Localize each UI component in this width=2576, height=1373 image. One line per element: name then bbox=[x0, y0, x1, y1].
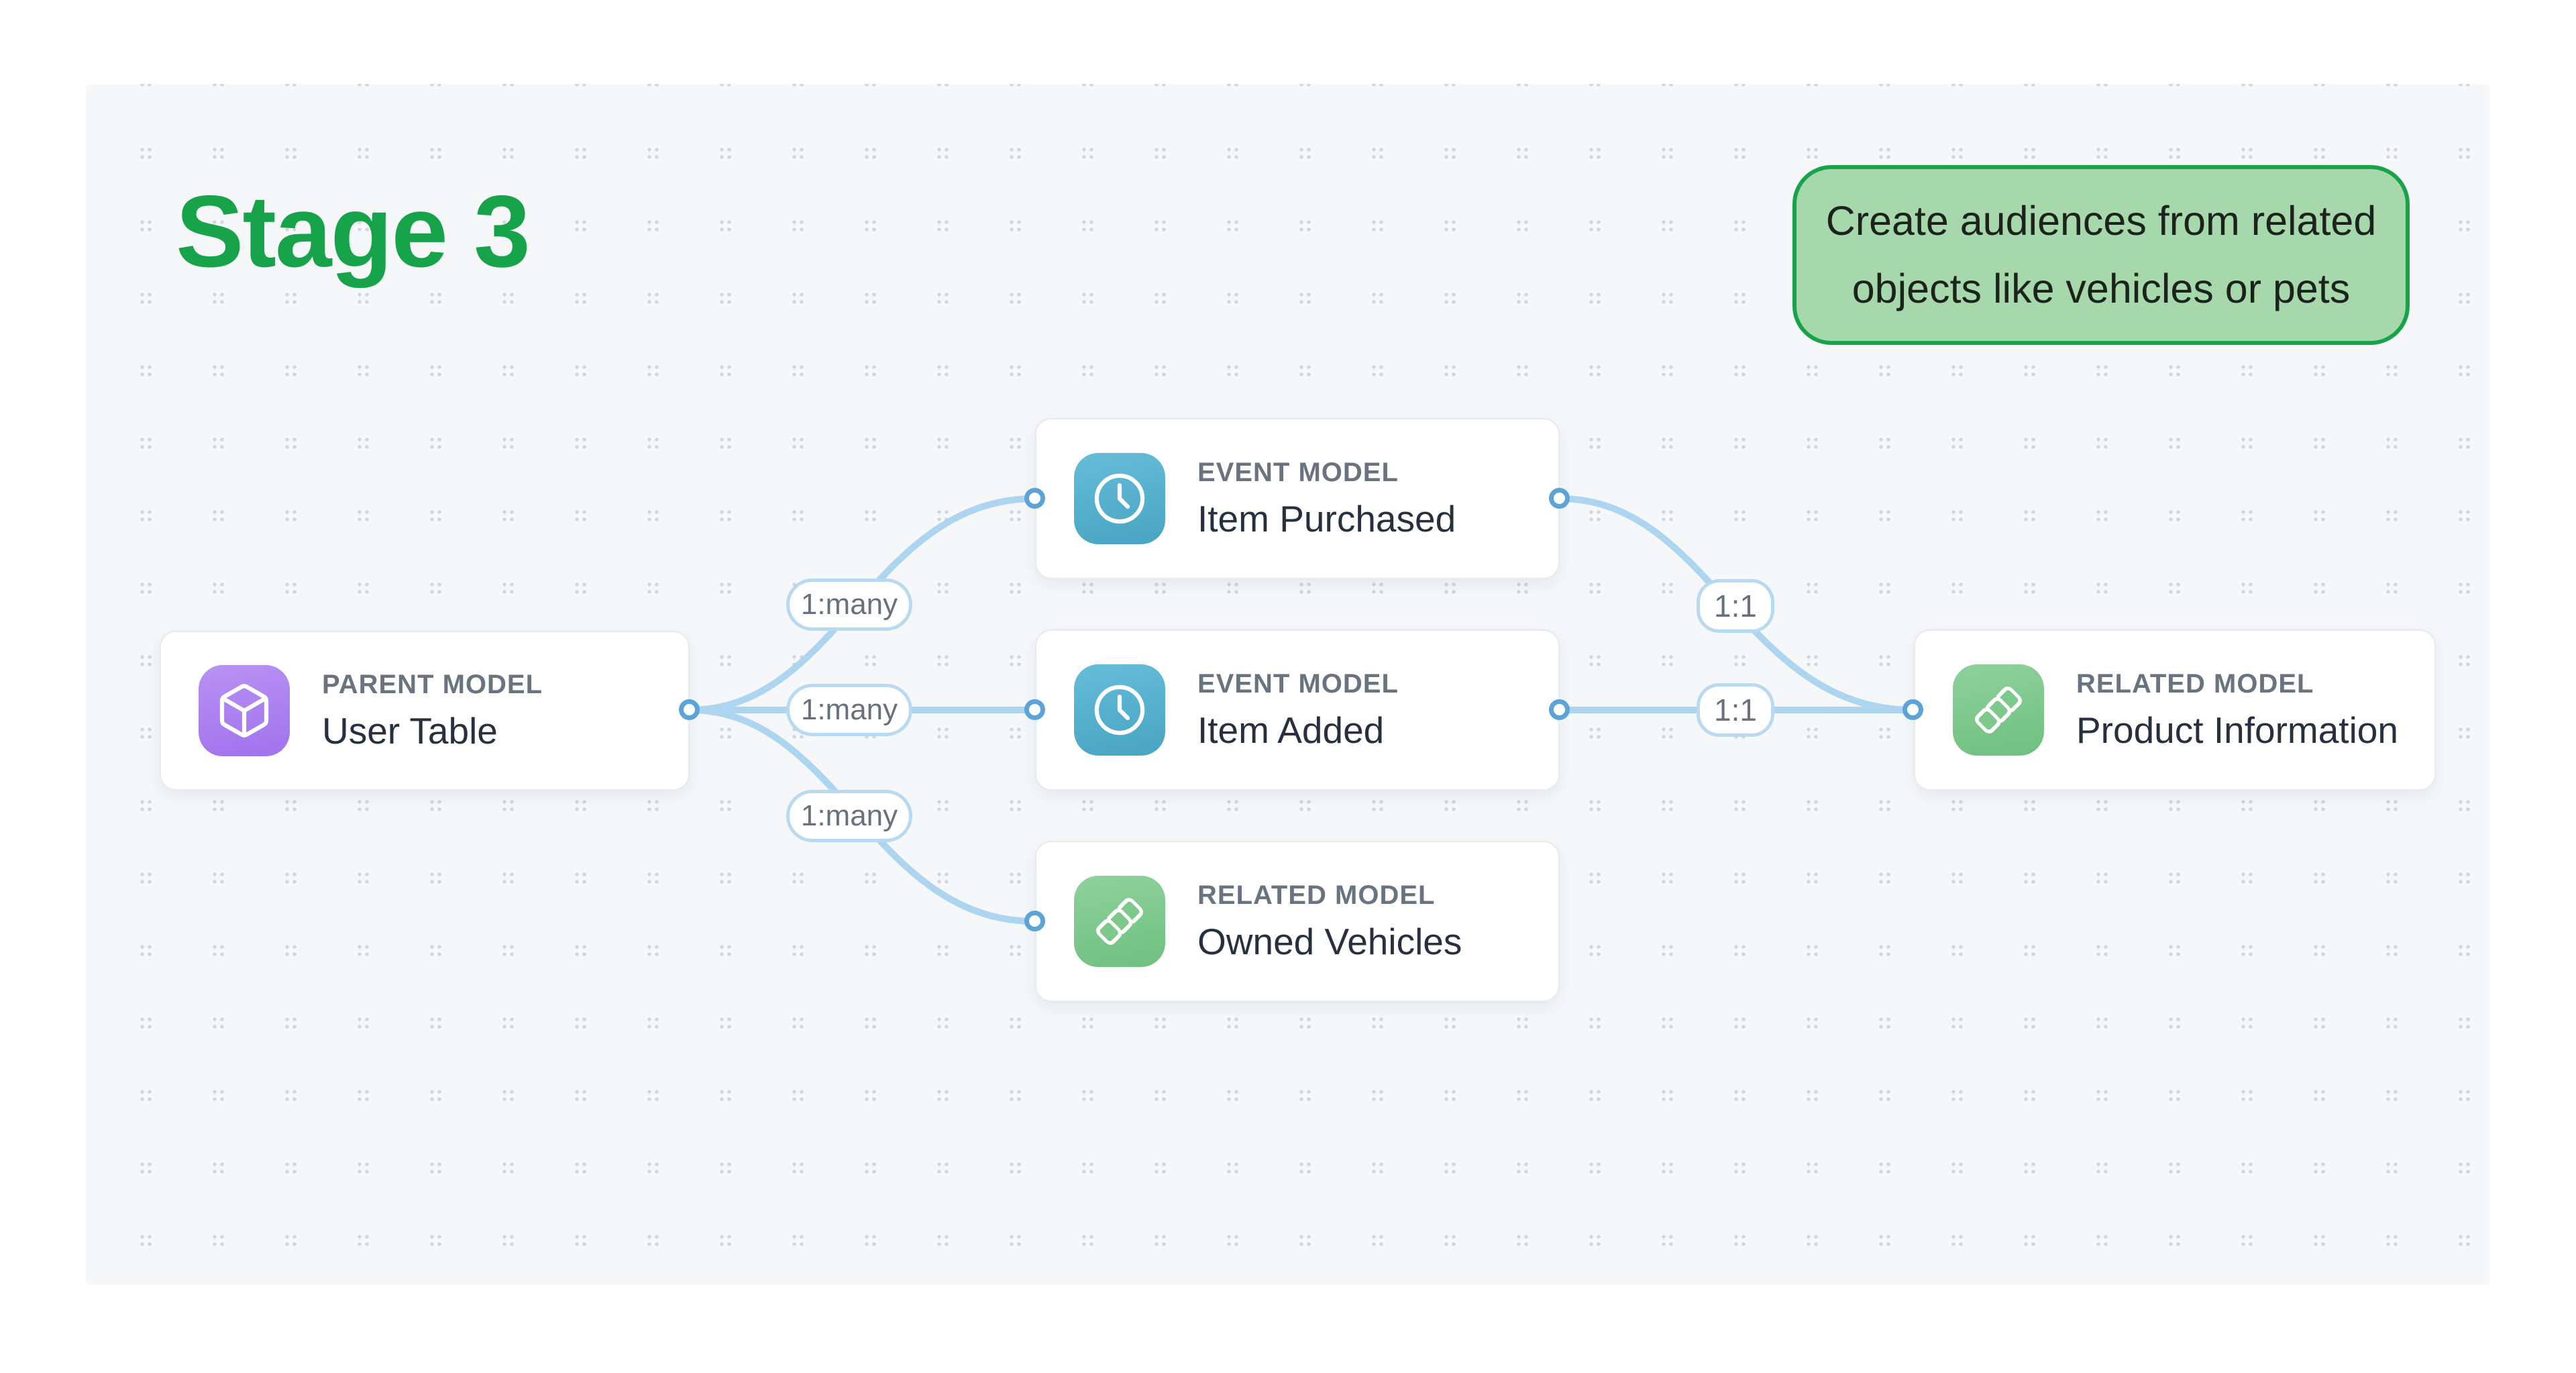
edge-label-badge[interactable]: 1:many bbox=[786, 684, 912, 736]
edge-label-badge[interactable]: 1:1 bbox=[1697, 683, 1774, 737]
node-name: User Table bbox=[322, 709, 498, 752]
node-product-information[interactable]: RELATED MODEL Product Information bbox=[1914, 629, 2436, 791]
node-user-table[interactable]: PARENT MODEL User Table bbox=[160, 631, 690, 791]
node-type-label: PARENT MODEL bbox=[322, 669, 543, 699]
cube-icon bbox=[199, 665, 290, 756]
node-type-label: RELATED MODEL bbox=[2076, 668, 2314, 699]
node-type-label: RELATED MODEL bbox=[1197, 880, 1436, 910]
node-item-added[interactable]: EVENT MODEL Item Added bbox=[1035, 629, 1560, 791]
node-name: Item Added bbox=[1197, 709, 1385, 751]
clock-icon bbox=[1074, 453, 1165, 544]
port-item-added-in[interactable] bbox=[1024, 699, 1045, 720]
node-name: Owned Vehicles bbox=[1197, 920, 1462, 962]
port-item-purchased-in[interactable] bbox=[1024, 488, 1045, 509]
port-owned-vehicles-in[interactable] bbox=[1024, 911, 1045, 931]
layers-icon bbox=[1074, 876, 1165, 967]
clock-icon bbox=[1074, 664, 1165, 756]
port-item-added-out[interactable] bbox=[1549, 699, 1570, 720]
node-type-label: EVENT MODEL bbox=[1197, 457, 1399, 487]
node-owned-vehicles[interactable]: RELATED MODEL Owned Vehicles bbox=[1035, 841, 1560, 1002]
page-title: Stage 3 bbox=[176, 174, 531, 289]
node-item-purchased[interactable]: EVENT MODEL Item Purchased bbox=[1035, 418, 1560, 579]
edge-label-badge[interactable]: 1:many bbox=[786, 790, 912, 842]
node-name: Product Information bbox=[2076, 709, 2398, 751]
port-user-table-out[interactable] bbox=[679, 699, 700, 720]
edge-label-badge[interactable]: 1:many bbox=[786, 578, 912, 631]
layers-icon bbox=[1953, 664, 2044, 756]
annotation-callout[interactable]: Create audiences from related objects li… bbox=[1792, 165, 2410, 345]
node-type-label: EVENT MODEL bbox=[1197, 668, 1399, 699]
node-name: Item Purchased bbox=[1197, 497, 1456, 540]
port-product-information-in[interactable] bbox=[1902, 699, 1923, 720]
port-item-purchased-out[interactable] bbox=[1549, 488, 1570, 509]
edge-label-badge[interactable]: 1:1 bbox=[1697, 579, 1774, 633]
